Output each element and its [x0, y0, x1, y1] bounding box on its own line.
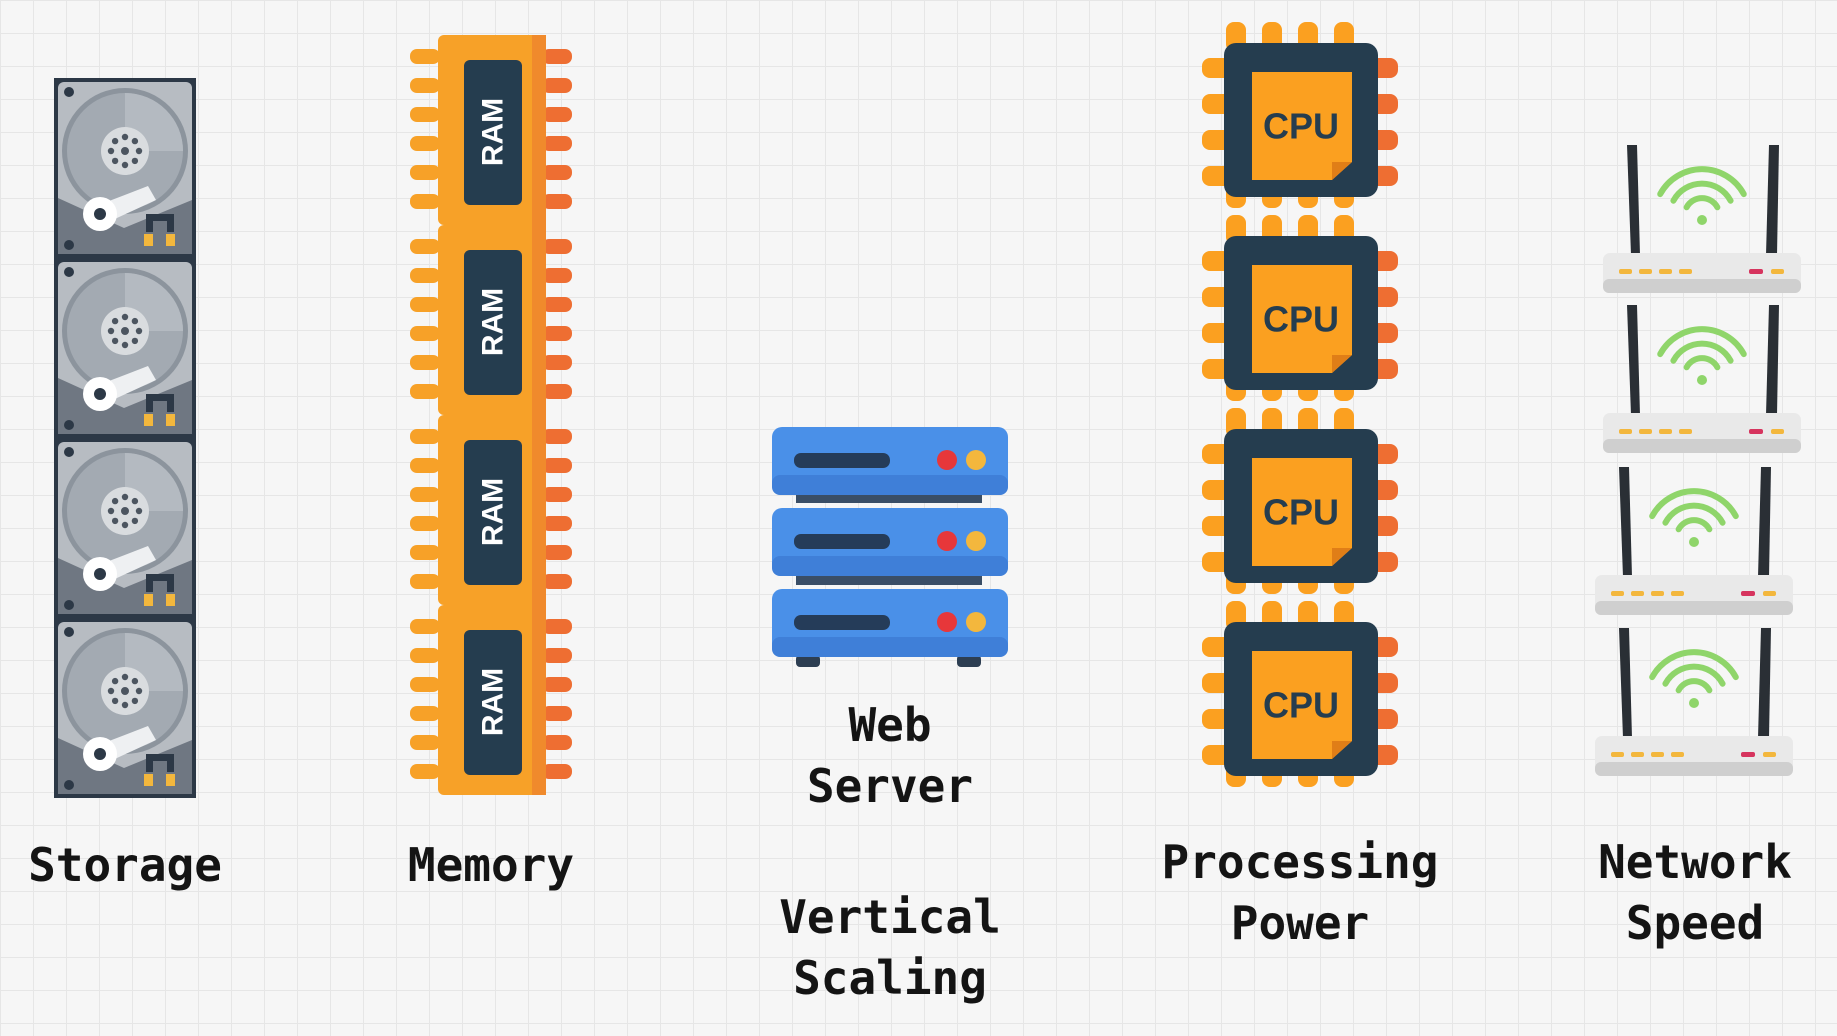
- memory-stack: RAM RAM RAM RAM: [410, 35, 572, 795]
- ram-module-icon: RAM: [410, 605, 572, 795]
- svg-text:CPU: CPU: [1263, 492, 1339, 533]
- hard-drive-icon: [54, 438, 196, 618]
- svg-text:RAM: RAM: [477, 668, 510, 736]
- svg-text:RAM: RAM: [477, 478, 510, 546]
- svg-text:CPU: CPU: [1263, 106, 1339, 147]
- cpu-chip-icon: CPU: [1202, 408, 1398, 594]
- wifi-router-icon: [1603, 305, 1801, 453]
- wifi-router-icon: [1595, 467, 1793, 615]
- svg-text:RAM: RAM: [477, 98, 510, 166]
- hard-drive-icon: [54, 618, 196, 798]
- cpu-chip-icon: CPU: [1202, 601, 1398, 787]
- memory-label: Memory: [407, 838, 575, 892]
- storage-stack: [54, 78, 196, 798]
- network-speed-label: Network Speed: [1598, 835, 1792, 950]
- hard-drive-icon: [54, 258, 196, 438]
- svg-text:CPU: CPU: [1263, 299, 1339, 340]
- web-server-label: Web Server: [806, 698, 974, 813]
- wifi-router-icon: [1595, 628, 1793, 776]
- wifi-router-icon: [1603, 145, 1801, 293]
- ram-module-icon: RAM: [410, 225, 572, 415]
- svg-text:RAM: RAM: [477, 288, 510, 356]
- router-stack: [1595, 145, 1801, 776]
- svg-text:CPU: CPU: [1263, 685, 1339, 726]
- server-body: [772, 427, 1008, 667]
- ram-module-icon: RAM: [410, 415, 572, 605]
- cpu-stack: CPU CPU CPU CPU: [1202, 22, 1398, 787]
- ram-module-icon: RAM: [410, 35, 572, 225]
- cpu-chip-icon: CPU: [1202, 215, 1398, 401]
- cpu-chip-icon: CPU: [1202, 22, 1398, 208]
- vertical-scaling-caption: Vertical Scaling: [779, 890, 1001, 1005]
- storage-label: Storage: [28, 838, 222, 892]
- server-rack-icon: [772, 427, 1008, 667]
- processing-power-label: Processing Power: [1161, 835, 1439, 950]
- hard-drive-icon: [54, 78, 196, 258]
